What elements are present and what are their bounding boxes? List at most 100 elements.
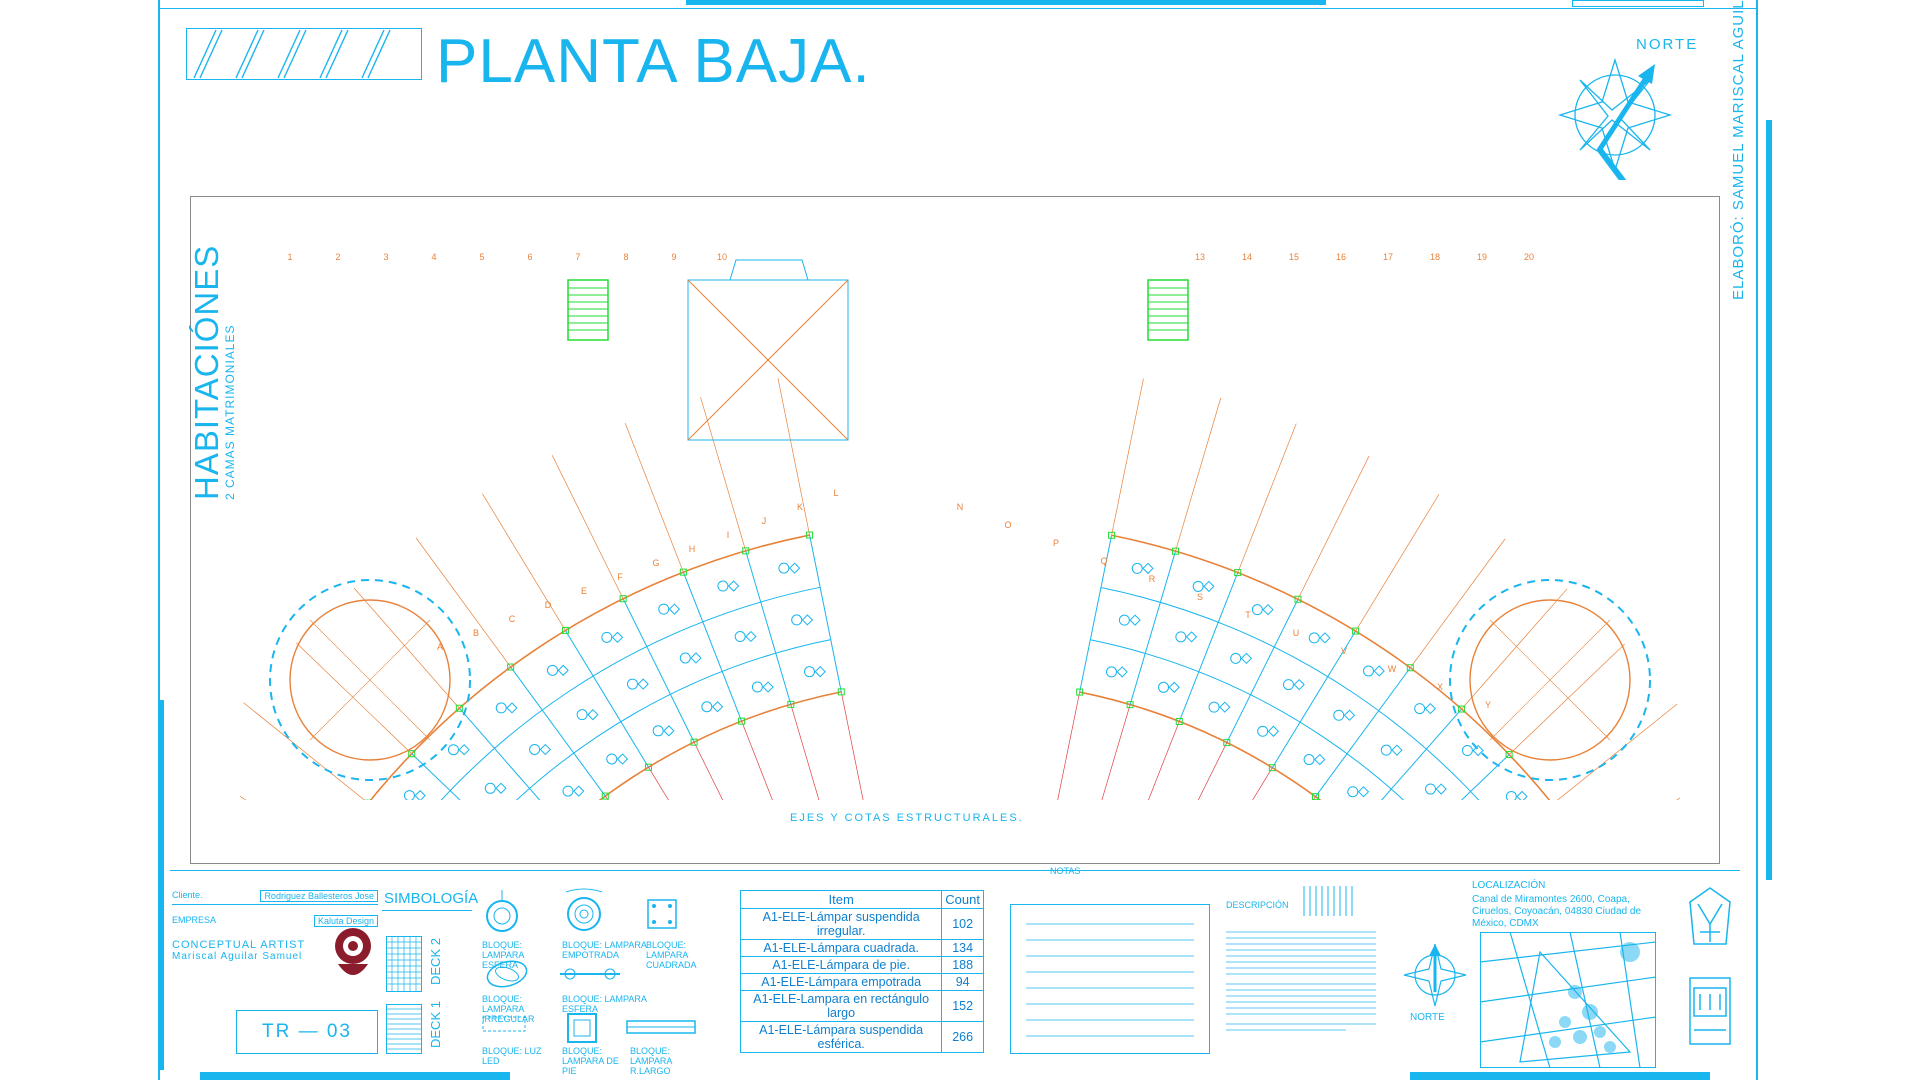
plan-axis-line [693,742,724,800]
symbol-label-3: BLOQUE: LAMPARA CUADRADA [646,940,697,970]
plan-column [742,547,750,555]
plan-furniture [626,678,638,690]
axis-label-top: 1 [287,252,292,262]
plan-column [1108,531,1116,539]
plan-room-wall [1226,599,1299,743]
plan-axis-line [1312,796,1316,800]
table-cell-count: 134 [941,939,984,957]
plan-axis-line [1676,797,1680,800]
plan-furniture [1303,754,1315,766]
compass-small-label: NORTE [1410,1012,1445,1023]
client-label: Cliente. [172,890,203,900]
axis-label-bottom: L [833,488,838,498]
table-cell-item: A1-ELE-Lámpara suspendida esférica. [739,1021,943,1053]
recessed-lamp-icon [565,888,603,931]
axis-label-bottom: T [1245,610,1251,620]
notes-box [1010,904,1210,1054]
axis-label-bottom: H [689,544,696,554]
axis-label-bottom: S [1197,592,1203,602]
author-credit: ELABORÓ: SAMUEL MARISCAL AGUILAR. [1730,0,1747,300]
plan-room-wall [1271,630,1357,768]
plan-column [1458,705,1466,713]
plan-column [455,704,463,712]
plan-furniture [606,753,618,765]
plan-furniture [814,666,826,678]
plan-column [806,531,814,539]
irregular-lamp-icon [486,960,528,988]
deck2-hatch [386,936,422,992]
plan-arc [440,586,821,800]
plan-furniture [663,725,675,737]
plan-furniture [762,681,774,693]
plan-hall [687,279,849,441]
axis-label-top: 20 [1524,252,1534,262]
led-light-icon [482,1016,526,1032]
description-label: DESCRIPCIÓN [1226,900,1289,910]
section-title: HABITACIÓNES [188,244,225,500]
plan-column [1175,718,1183,726]
plan-furniture [1362,665,1374,677]
plan-frame [190,196,1720,864]
plan-arc [516,639,831,800]
plan-furniture [616,753,629,765]
deck2-label: DECK 2 [428,938,443,985]
company-value: Kaluta Design [313,915,378,927]
plan-furniture [458,744,470,756]
plan-furniture [791,614,803,626]
axis-label-bottom: X [1437,682,1443,692]
school-logo-icon [1689,977,1731,1045]
company-logo-icon [335,928,371,975]
axis-label-bottom: K [797,502,803,512]
table-header-item: Item [739,890,943,909]
axis-label-top: 14 [1242,252,1252,262]
table-cell-count: 188 [941,956,984,974]
plan-column [507,663,515,671]
plan-axis-line [1175,397,1222,552]
plan-furniture [1314,753,1326,766]
plan-furniture [546,664,558,676]
axis-label-bottom: P [1053,538,1059,548]
plan-column [1352,627,1360,635]
symbol-label-1: BLOQUE: LAMPARA ESFERA [482,940,524,970]
plan-furniture [414,789,426,800]
plan-furniture [1158,681,1170,693]
plan-furniture [1267,725,1280,737]
axis-label-top: 7 [575,252,580,262]
plan-furniture [668,603,681,615]
symbology-title: SIMBOLOGÍA [384,890,479,907]
table-row: A1-ELE-Lámpar suspendida irregular.102 [739,908,984,940]
plan-furniture [711,701,724,713]
table-cell-item: A1-ELE-Lámpar suspendida irregular. [739,908,943,940]
symbology-divider [382,910,472,911]
plan-column [738,717,746,725]
plan-column [787,700,795,708]
plan-axis-line [1111,378,1144,536]
plan-stairs [1147,279,1189,341]
plan-axis-line [1148,721,1180,800]
plan-axis-line [1057,691,1081,800]
company-row: EMPRESA Kaluta Design [172,913,378,929]
plan-column [690,738,698,746]
plan-column [1406,664,1414,672]
institution-logo-icon [1689,887,1731,945]
plan-furniture [495,782,507,794]
client-row: Cliente. Rodriguez Ballesteros Jose [172,888,378,905]
bottom-accent-bar [200,1072,510,1080]
table-cell-count: 266 [941,1021,984,1053]
plan-pavilion-ring [269,579,471,781]
table-header-row: Item Count [739,890,984,909]
plan-entry [729,259,809,281]
plan-furniture [1251,604,1263,616]
plan-room-wall [565,630,649,768]
axis-label-bottom: I [727,530,730,540]
plan-furniture [1435,783,1447,795]
plan-arc [598,691,842,800]
page-title: PLANTA BAJA. [436,27,871,96]
compass-north-icon [1557,57,1673,180]
plan-column [837,688,845,696]
plan-furniture [1129,614,1141,626]
plan-furniture [1414,703,1426,715]
plan-axis-line [1252,767,1273,800]
table-cell-item: A1-ELE-Lámpara de pie. [739,956,943,974]
